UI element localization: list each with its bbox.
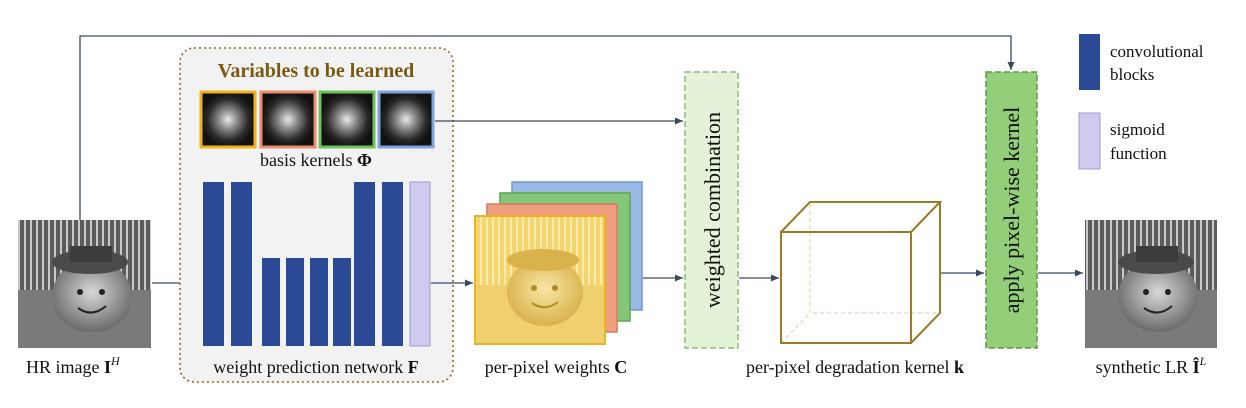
apply-kernel-label: apply pixel-wise kernel	[999, 107, 1024, 314]
per-pixel-weights-stack	[474, 181, 643, 345]
basis-kernel-4	[377, 90, 435, 149]
legend-swatch-convolutional	[1079, 34, 1100, 90]
hr-image-label: HR image IH	[26, 354, 121, 377]
conv-block	[231, 182, 252, 346]
weights-label: per-pixel weights C	[485, 357, 628, 377]
apply-kernel-block	[985, 71, 1038, 349]
legend-label-sigmoid-2: function	[1110, 144, 1167, 163]
weight-layer-1	[474, 215, 606, 345]
conv-block	[203, 182, 224, 346]
sigmoid-block	[409, 181, 431, 347]
basis-kernel-2	[259, 90, 317, 149]
weight-prediction-network	[203, 181, 431, 347]
learned-variables-title: Variables to be learned	[218, 60, 414, 82]
synthetic-lr-image	[1085, 220, 1217, 348]
skip-connection-arrow	[79, 35, 1015, 220]
conv-block	[354, 182, 375, 346]
legend-swatch-sigmoid	[1078, 112, 1101, 170]
hr-image	[18, 220, 151, 348]
conv-block	[262, 258, 280, 346]
conv-block	[286, 258, 304, 346]
weighted-combination-block	[684, 71, 739, 349]
legend: convolutional blocks sigmoid function	[1078, 34, 1204, 170]
basis-kernels	[199, 90, 435, 149]
degradation-kernel-label: per-pixel degradation kernel k	[746, 357, 964, 377]
degradation-kernel-cube	[780, 201, 943, 344]
legend-label-convolutional-1: convolutional	[1110, 42, 1204, 61]
network-label: weight prediction network F	[213, 357, 418, 377]
basis-kernels-label: basis kernels Φ	[260, 150, 372, 170]
synthetic-lr-label: synthetic LR ÎL	[1096, 354, 1207, 377]
legend-label-convolutional-2: blocks	[1110, 65, 1154, 84]
conv-block	[333, 258, 351, 346]
weighted-combination-label: weighted combination	[700, 112, 725, 308]
legend-label-sigmoid-1: sigmoid	[1110, 120, 1165, 139]
conv-block	[310, 258, 328, 346]
conv-block	[382, 182, 403, 346]
basis-kernel-1	[199, 90, 257, 149]
basis-kernel-3	[318, 90, 376, 149]
